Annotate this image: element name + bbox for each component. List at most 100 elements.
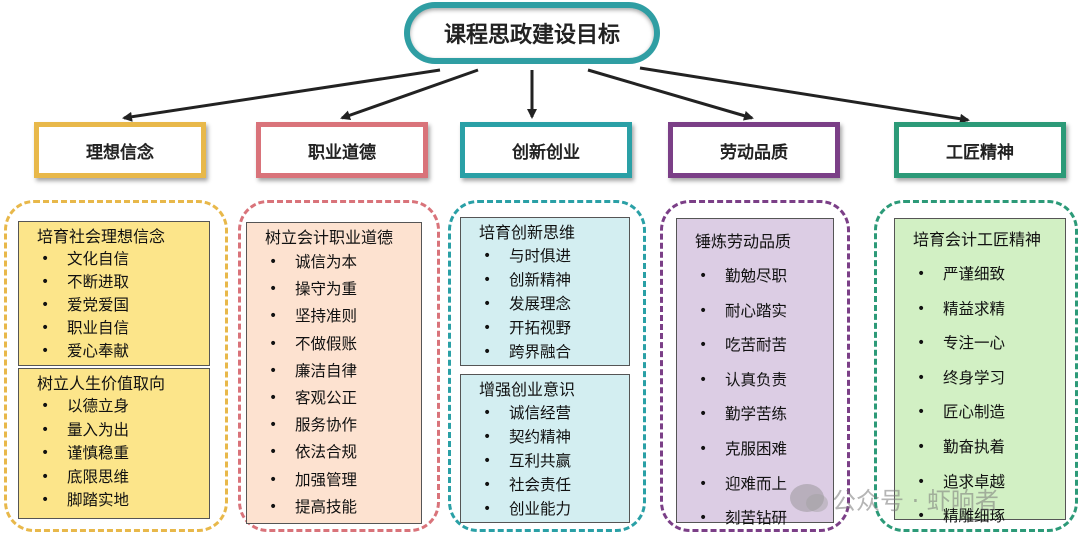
group-chuangxin (448, 200, 646, 532)
category-label-lixiang: 理想信念 (39, 127, 201, 173)
list-item: •服务协作 (265, 412, 421, 439)
list-item: •认真负责 (695, 363, 833, 398)
list-item-label: 不做假账 (295, 334, 358, 353)
list-item: •诚信经营 (479, 401, 629, 425)
bullet-icon: • (269, 308, 278, 325)
list-item: •文化自信 (37, 248, 209, 271)
card-gongjiang-1: 培育会计工匠精神 •严谨细致•精益求精•专注一心•终身学习•匠心制造•勤奋执着•… (894, 218, 1066, 525)
list-item-label: 与时俱进 (509, 247, 572, 265)
list-item-label: 职业自信 (67, 319, 130, 337)
list-item: •互利共赢 (479, 449, 629, 473)
list-item: •勤勉尽职 (695, 259, 833, 294)
wechat-icon (790, 484, 828, 512)
list-item-label: 勤奋执着 (943, 437, 1006, 456)
bullet-icon: • (917, 369, 926, 386)
card-lixiang-2: 树立人生价值取向 •以德立身•量入为出•谨慎稳重•底限思维•脚踏实地 (18, 368, 210, 519)
bullet-icon: • (41, 421, 50, 438)
card-laodong-1: 锤炼劳动品质 •勤勉尽职•耐心踏实•吃苦耐苦•认真负责•勤学苦练•克服困难•迎难… (676, 218, 834, 527)
watermark-text: 公众号 · 虾晌者 (832, 486, 999, 515)
bullet-icon: • (269, 471, 278, 488)
list-item: • 跨界融合 (479, 340, 629, 364)
list-item-label: 诚信为本 (295, 253, 358, 271)
list-item: •创业能力 (479, 497, 629, 521)
list-item: •追求卓越 (913, 465, 1065, 500)
list-item-label: 谨慎稳重 (67, 444, 130, 462)
list-item: • 职业自信 (37, 317, 209, 340)
list-item-label: 跨界融合 (509, 343, 572, 361)
bullet-icon: • (699, 268, 708, 284)
category-chuangxin: 创新创业 (460, 122, 632, 178)
list-item: •开拓视野 (479, 316, 629, 340)
bullet-icon: • (483, 296, 492, 312)
list-item-label: 以德立身 (67, 397, 130, 415)
list-item: • 以德立身 (37, 395, 209, 419)
card-chuangxin-1: 培育创新思维 •与时俱进•创新精神•发展理念•开拓视野•跨界融合 (460, 217, 630, 366)
bullet-icon: • (917, 266, 926, 282)
bullet-icon: • (917, 335, 926, 352)
watermark: 公众号 · 虾晌者 (790, 478, 1050, 518)
card-list: •勤勉尽职•耐心踏实•吃苦耐苦•认真负责•勤学苦练•克服困难•迎难而上•刻苦钻研 (695, 259, 833, 536)
list-item: •精雕细琢 (913, 499, 1065, 534)
bullet-icon: • (483, 429, 492, 445)
bullet-icon: • (483, 320, 492, 336)
list-item-label: 勤学苦练 (725, 405, 788, 424)
list-item: •匠心制造 (913, 395, 1065, 430)
group-zhiye (238, 200, 440, 532)
list-item-label: 互利共赢 (509, 452, 572, 470)
category-label-gongjiang: 工匠精神 (899, 127, 1061, 173)
list-item-label: 底限思维 (67, 467, 130, 486)
list-item-label: 提高技能 (295, 497, 358, 516)
list-item: •耐心踏实 (695, 294, 833, 329)
category-label-zhiye: 职业道德 (261, 127, 423, 173)
list-item-label: 加强管理 (295, 470, 358, 489)
list-item: •爱心奉献 (37, 340, 209, 363)
list-item-label: 廉洁自律 (295, 361, 358, 380)
list-item: •操守为重 (265, 276, 421, 303)
list-item-label: 脚踏实地 (67, 491, 130, 509)
bullet-icon: • (699, 440, 708, 457)
list-item-label: 终身学习 (943, 368, 1006, 387)
bullet-icon: • (269, 254, 278, 270)
category-label-laodong: 劳动品质 (673, 127, 835, 173)
bullet-icon: • (483, 272, 492, 288)
list-item: •吃苦耐苦 (695, 328, 833, 363)
list-item: •专注一心 (913, 326, 1065, 361)
card-chuangxin-2: 增强创业意识 •诚信经营•契约精神•互利共赢•社会责任•创业能力 (460, 374, 630, 523)
arrow-to-zhiye (340, 68, 479, 121)
bullet-icon: • (699, 371, 708, 388)
list-item: • 克服困难 (695, 432, 833, 467)
list-item-label: 迎难而上 (725, 474, 788, 493)
category-gongjiang: 工匠精神 (894, 122, 1066, 178)
list-item: • 诚信为本 (265, 249, 421, 276)
list-item-label: 精雕细琢 (943, 507, 1006, 526)
list-item-label: 严谨细致 (943, 265, 1006, 283)
card-title: 培育社会理想信念 (37, 227, 166, 246)
card-title: 培育创新思维 (479, 223, 576, 242)
category-laodong: 劳动品质 (668, 122, 840, 178)
group-lixiang (4, 200, 228, 532)
card-title: 培育会计工匠精神 (913, 230, 1042, 249)
bullet-icon: • (483, 344, 492, 360)
bullet-icon: • (41, 274, 50, 290)
list-item: • 终身学习 (913, 361, 1065, 396)
card-zhiye-1: 树立会计职业道德 •诚信为本•操守为重•坚持准则•不做假账•廉洁自律•客观公正•… (246, 222, 422, 524)
list-item: •刻苦钻研 (695, 501, 833, 536)
bullet-icon: • (41, 398, 50, 414)
list-item: •依法合规 (265, 439, 421, 466)
bullet-icon: • (917, 438, 926, 455)
list-item-label: 爱心奉献 (67, 342, 130, 360)
list-item-label: 精益求精 (943, 299, 1006, 318)
list-item: • 底限思维 (37, 466, 209, 490)
bullet-icon: • (41, 251, 50, 267)
list-item: •脚踏实地 (37, 489, 209, 513)
list-item-label: 克服困难 (725, 439, 788, 458)
list-item: • 加强管理 (265, 467, 421, 494)
list-item-label: 依法合规 (295, 443, 358, 462)
list-item-label: 匠心制造 (943, 403, 1006, 422)
bullet-icon: • (41, 468, 50, 485)
list-item-label: 契约精神 (509, 428, 572, 446)
list-item: •与时俱进 (479, 244, 629, 268)
bullet-icon: • (699, 406, 708, 423)
bullet-icon: • (41, 320, 50, 336)
card-title: 树立人生价值取向 (37, 374, 166, 393)
